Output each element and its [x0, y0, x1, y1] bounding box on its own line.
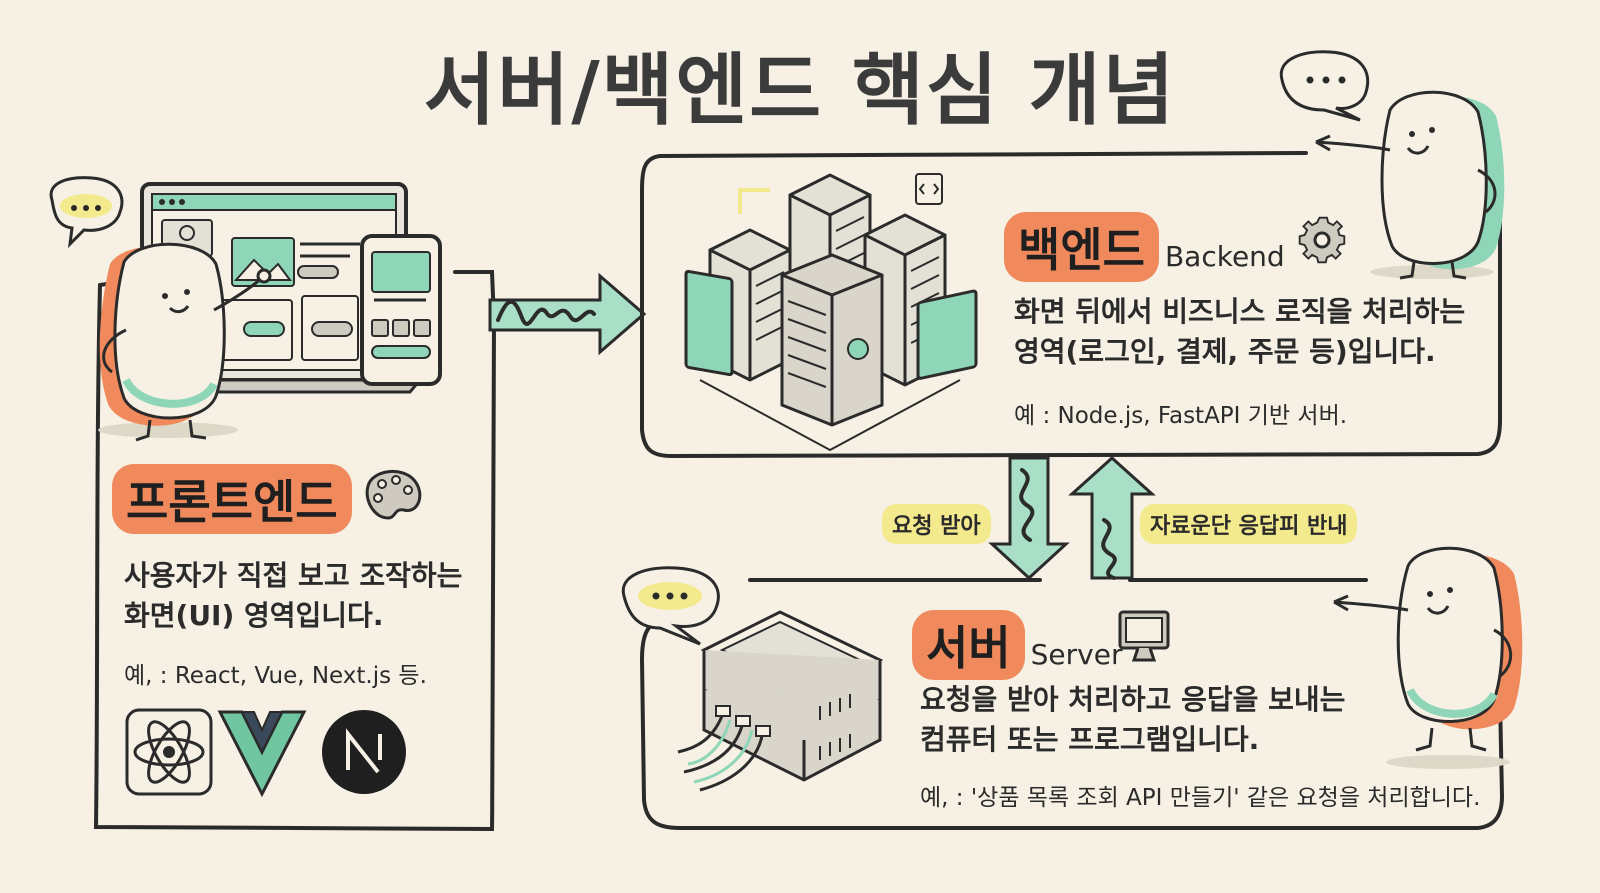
server-heading-label: 서버 [912, 610, 1025, 680]
character-icon [1315, 90, 1505, 280]
smartphone-icon [360, 234, 442, 386]
frontend-to-backend-arrow [488, 272, 647, 356]
page-title: 서버/백엔드 핵심 개념 [423, 46, 1177, 136]
vue-logo-icon [217, 710, 307, 798]
backend-heading-en: Backend [1164, 240, 1285, 273]
backend-heading-label: 백엔드 [1004, 212, 1159, 282]
speech-bubble-icon [1279, 50, 1370, 122]
frontend-example: 예, : React, Vue, Next.js 등. [124, 663, 427, 689]
request-arrow [988, 456, 1070, 581]
nextjs-logo-icon [322, 710, 406, 794]
backend-example: 예 : Node.js, FastAPI 기반 서버. [1014, 403, 1348, 429]
character-icon [98, 242, 272, 442]
response-label: 자료운단 응답피 반내 [1140, 504, 1358, 544]
server-desc-line2: 컴퓨터 또는 프로그램입니다. [920, 723, 1260, 756]
server-rack-icon [684, 173, 978, 452]
speech-bubble-icon [621, 566, 720, 646]
request-label: 요청 받아 [882, 504, 991, 544]
backend-desc-line1: 화면 뒤에서 비즈니스 로직을 처리하는 [1014, 295, 1466, 328]
frontend-heading-label: 프론트엔드 [112, 464, 352, 534]
server-description: 요청을 받아 처리하고 응답을 보내는 컴퓨터 또는 프로그램입니다. [920, 680, 1345, 760]
character-icon [1333, 546, 1523, 769]
server-heading-en: Server [1030, 638, 1123, 671]
server-desc-line1: 요청을 받아 처리하고 응답을 보내는 [920, 683, 1346, 716]
backend-description: 화면 뒤에서 비즈니스 로직을 처리하는 영역(로그인, 결제, 주문 등)입니… [1014, 292, 1465, 372]
speech-bubble-icon [49, 176, 124, 249]
response-arrow [1068, 455, 1156, 580]
server-panel [639, 578, 1505, 830]
backend-desc-line2: 영역(로그인, 결제, 주문 등)입니다. [1014, 335, 1436, 368]
server-rack-icon [677, 610, 884, 792]
gear-icon [1298, 216, 1346, 264]
server-example: 예, : '상품 목록 조회 API 만들기' 같은 요청을 처리합니다. [920, 785, 1481, 811]
frontend-heading: 프론트엔드 [112, 464, 352, 534]
frontend-desc-line1: 사용자가 직접 보고 조작하는 [124, 559, 463, 592]
react-logo-icon [125, 708, 213, 796]
monitor-icon [1118, 610, 1170, 662]
frontend-description: 사용자가 직접 보고 조작하는 화면(UI) 영역입니다. [124, 556, 462, 636]
palette-icon [365, 469, 422, 520]
frontend-desc-line2: 화면(UI) 영역입니다. [124, 599, 384, 632]
